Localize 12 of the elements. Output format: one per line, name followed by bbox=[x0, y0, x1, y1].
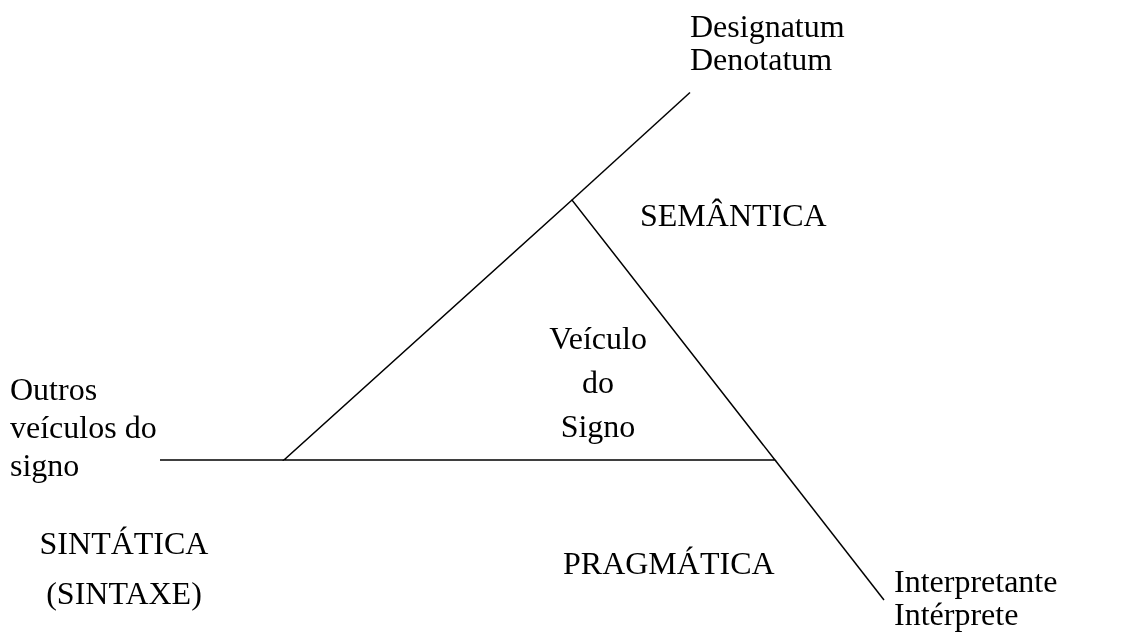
concept-label: Outros veículos do signo bbox=[10, 370, 158, 484]
concept-label: Intérprete bbox=[894, 598, 1019, 631]
connector-line bbox=[774, 459, 885, 601]
dimension-label: SEMÂNTICA bbox=[640, 196, 828, 235]
dimension-label: PRAGMÁTICA bbox=[563, 544, 776, 583]
connector-line bbox=[159, 459, 285, 461]
concept-label: Denotatum bbox=[690, 43, 833, 76]
connector-line bbox=[571, 91, 691, 201]
concept-label: Interpretante bbox=[894, 565, 1059, 598]
sign-vehicle-label: Veículo do Signo bbox=[548, 319, 648, 446]
concept-label: Designatum bbox=[690, 10, 846, 43]
dimension-label: SINTÁTICA (SINTAXE) bbox=[38, 524, 210, 613]
